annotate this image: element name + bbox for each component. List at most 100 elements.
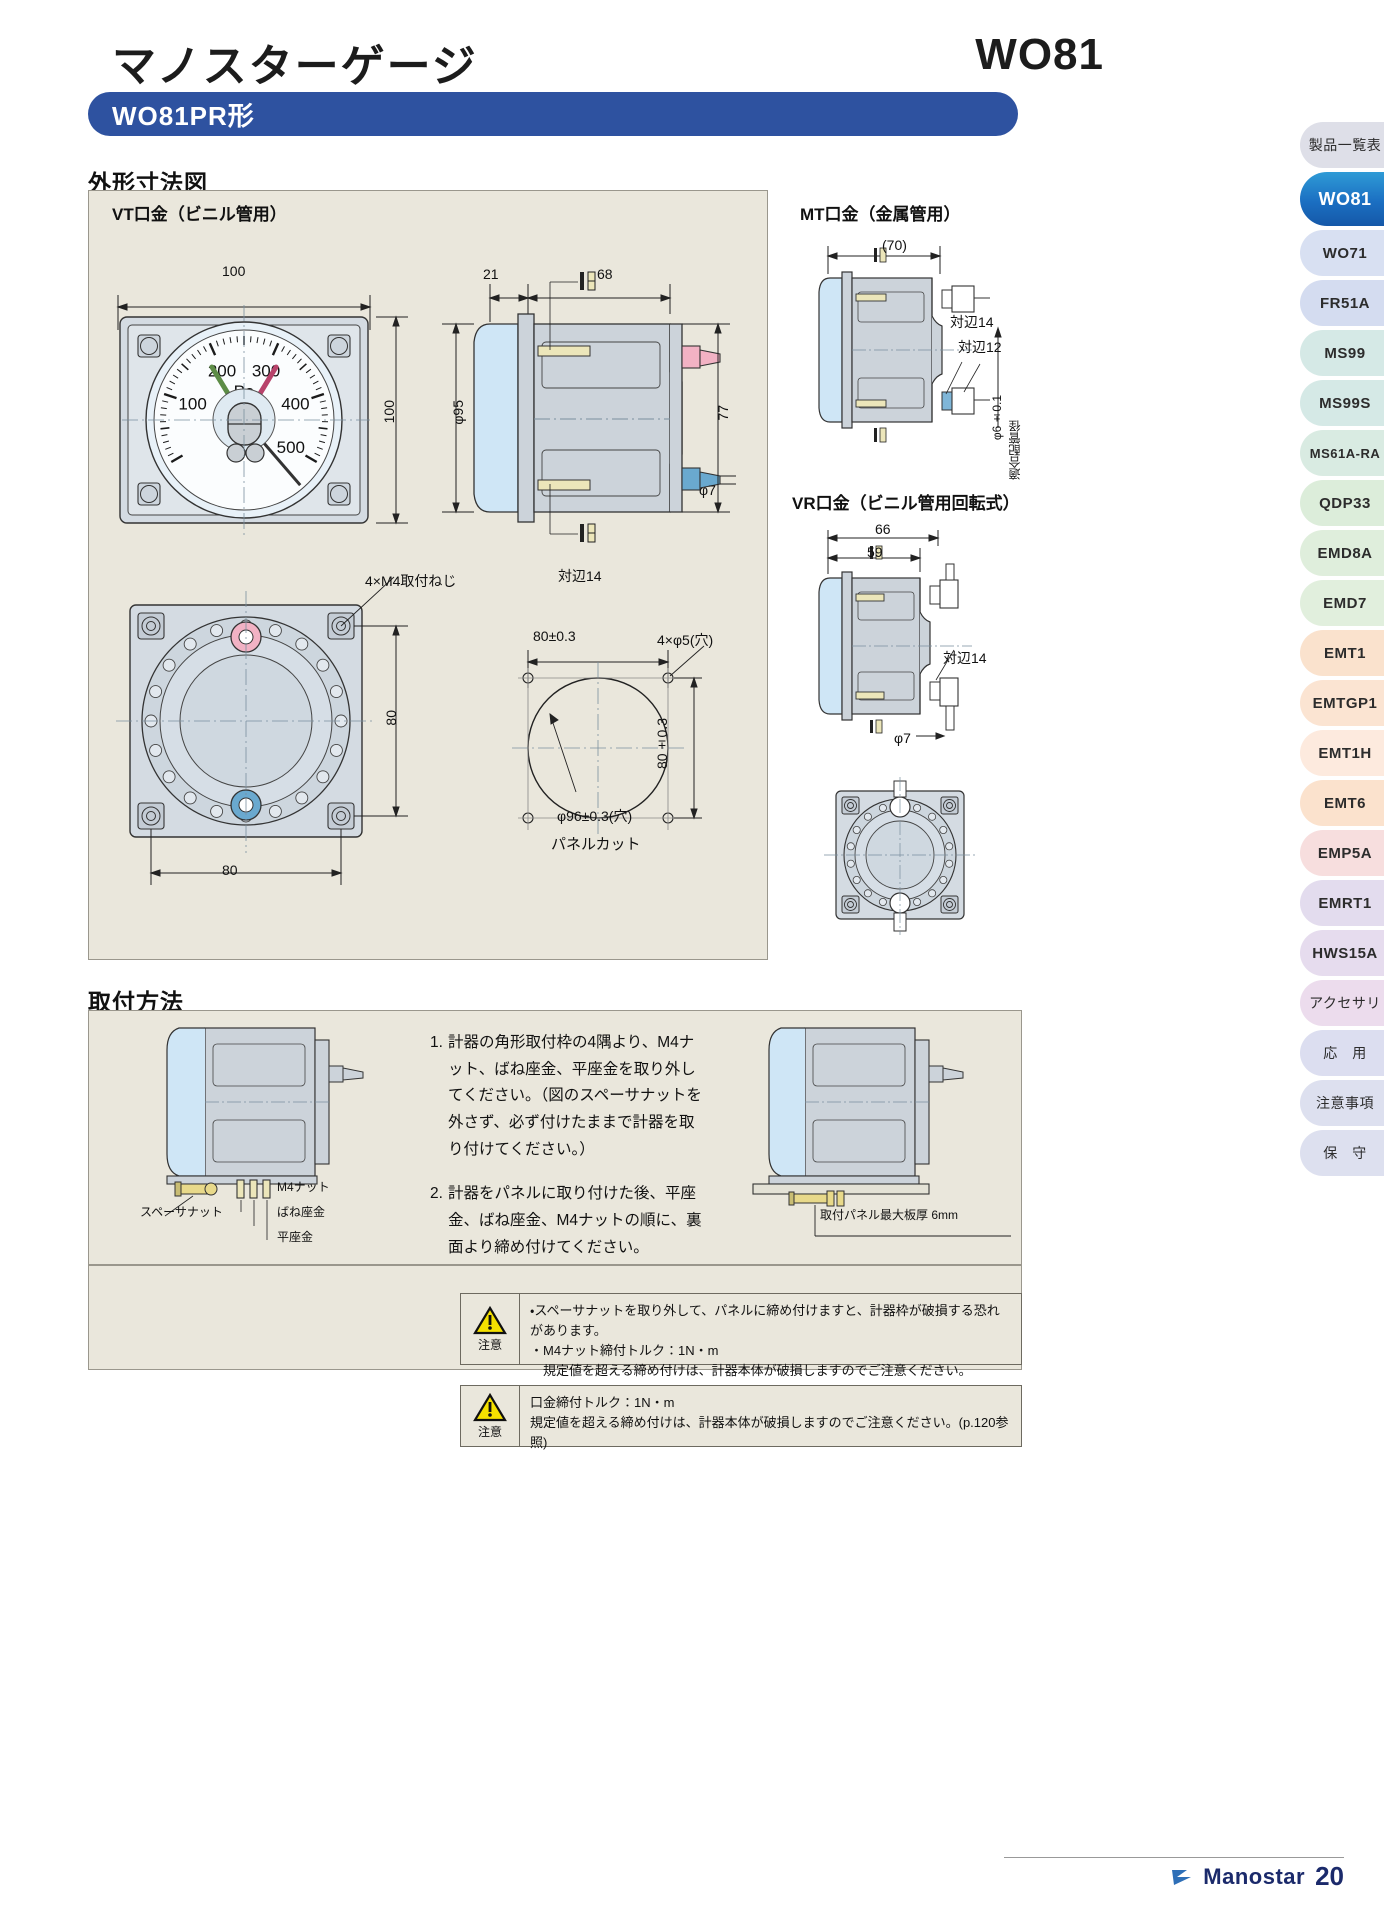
sidebar-tab-label: QDP33: [1319, 494, 1371, 512]
sidebar-tab-label: EMT1H: [1318, 744, 1372, 762]
page-footer: Manostar 20: [1171, 1861, 1344, 1892]
caution-icon-cell-2: 注意: [461, 1386, 520, 1446]
sidebar-tab-label: MS99S: [1319, 394, 1371, 412]
caution-body-2: 口金締付トルク：1N・m 規定値を超える締め付けは、計器本体が破損しますのでご注…: [520, 1386, 1021, 1450]
caution-1-line-2: ・M4ナット締付トルク：1N・m: [530, 1343, 719, 1359]
note-vt-screws: 4×M4取付ねじ: [365, 573, 457, 589]
panel-vt-label: VT口金（ビニル管用）: [112, 205, 287, 224]
dim-vt-nipple-dia: φ7: [699, 482, 716, 498]
sidebar-tab-label: EMT6: [1323, 794, 1366, 812]
caution-box-2: 注意 口金締付トルク：1N・m 規定値を超える締め付けは、計器本体が破損しますの…: [460, 1385, 1022, 1450]
sidebar-tab-emd7[interactable]: EMD7: [1300, 580, 1384, 626]
sidebar-tab-hws15a[interactable]: HWS15A: [1300, 930, 1384, 976]
caution-1-line-3: 規定値を超える締め付けは、計器本体が破損しますのでご注意ください。: [530, 1363, 972, 1379]
dim-panelcut-width: 80±0.3: [533, 628, 576, 644]
manostar-logo-icon: [1171, 1867, 1193, 1887]
sidebar-tab--[interactable]: アクセサリ: [1300, 980, 1384, 1026]
sidebar-tab--[interactable]: 製品一覧表: [1300, 122, 1384, 168]
dim-vt-rear-width: 80: [222, 862, 238, 878]
dim-panelcut-holes: 4×φ5(穴): [657, 632, 714, 648]
sidebar-tab-label: EMP5A: [1317, 844, 1373, 862]
mounting-step-2: 2. 計器をパネルに取り付けた後、平座金、ばね座金、M4ナットの順に、裏面より締…: [430, 1181, 705, 1261]
dim-mt-tube: φ6±0.1: [990, 395, 1004, 441]
dim-mt-hex12: 対辺12: [958, 339, 1002, 355]
vr-side-view: [812, 522, 1012, 757]
sidebar-tab-label: EMTGP1: [1312, 694, 1378, 712]
warning-triangle-icon: [473, 1392, 507, 1421]
step-1-text: 計器の角形取付枠の4隅より、M4ナット、ばね座金、平座金を取り外してください。（…: [448, 1034, 702, 1158]
callout-panel-thickness: 取付パネル最大板厚 6mm: [820, 1208, 959, 1222]
dim-mt-overall: (70): [882, 237, 907, 253]
sidebar-tab-label: EMD7: [1323, 594, 1367, 612]
series-title-label: WO81PR形: [112, 100, 255, 131]
sidebar-tab-emrt1[interactable]: EMRT1: [1300, 880, 1384, 926]
sidebar-tab-wo81[interactable]: WO81: [1300, 172, 1384, 226]
sidebar-tab-qdp33[interactable]: QDP33: [1300, 480, 1384, 526]
model-code: WO81: [975, 30, 1104, 79]
sidebar-tab-label: 製品一覧表: [1308, 137, 1382, 153]
dim-vt-front-height: 100: [381, 400, 397, 424]
vr-rear-view: [818, 775, 998, 950]
step-1-number: 1.: [430, 1034, 443, 1051]
sidebar-tab-label: EMRT1: [1318, 894, 1372, 912]
dim-panelcut-bore: φ96±0.3(穴): [557, 808, 633, 824]
sidebar-tab-emtgp1[interactable]: EMTGP1: [1300, 680, 1384, 726]
sidebar-tab-emd8a[interactable]: EMD8A: [1300, 530, 1384, 576]
panel-vr-label: VR口金（ビニル管用回転式）: [792, 494, 1020, 513]
sidebar-tab-ms99[interactable]: MS99: [1300, 330, 1384, 376]
panel-cut-view: [498, 640, 718, 855]
gauge-scale-label: 400: [281, 394, 309, 413]
series-title-bar: WO81PR形: [88, 92, 1018, 136]
mounting-steps: 1. 計器の角形取付枠の4隅より、M4ナット、ばね座金、平座金を取り外してくださ…: [430, 1030, 705, 1279]
sidebar-tab-ms99s[interactable]: MS99S: [1300, 380, 1384, 426]
sidebar-tab-label: HWS15A: [1312, 944, 1378, 962]
dim-vt-front-width: 100: [222, 263, 246, 279]
sidebar-tab-label: 注意事項: [1316, 1095, 1374, 1111]
brand-name: Manostar: [1203, 1863, 1306, 1889]
caution-box-1: 注意 ・スペーサナットを取り外して、パネルに締め付けますと、計器枠が破損する恐れ…: [460, 1293, 1022, 1378]
step-2-number: 2.: [430, 1185, 443, 1203]
dim-vt-bezel-dia: φ95: [450, 400, 466, 425]
caution-label-2: 注意: [477, 1424, 502, 1439]
mount-right-drawing: [745, 1020, 1035, 1255]
sidebar-tab--[interactable]: 注意事項: [1300, 1080, 1384, 1126]
sidebar-tab-fr51a[interactable]: FR51A: [1300, 280, 1384, 326]
sidebar-tab-emt6[interactable]: EMT6: [1300, 780, 1384, 826]
sidebar-tab--[interactable]: 応 用: [1300, 1030, 1384, 1076]
callout-flat-washer: 平座金: [277, 1230, 314, 1244]
sidebar-tab-label: EMD8A: [1317, 544, 1373, 562]
dim-vr-inner: 59: [867, 544, 883, 560]
panelcut-caption: パネルカット: [551, 836, 641, 853]
dim-vt-hex-flat: 対辺14: [558, 568, 602, 584]
vt-rear-view: [108, 576, 428, 910]
sidebar-tab-emt1[interactable]: EMT1: [1300, 630, 1384, 676]
sidebar-tab-label: WO71: [1322, 244, 1368, 262]
sidebar-tab-emp5a[interactable]: EMP5A: [1300, 830, 1384, 876]
sidebar-tab-label: 応 用: [1323, 1045, 1367, 1061]
sidebar-tab-emt1h[interactable]: EMT1H: [1300, 730, 1384, 776]
sidebar-tab-label: アクセサリ: [1309, 995, 1381, 1011]
sidebar-tab--[interactable]: 保 守: [1300, 1130, 1384, 1176]
warning-triangle-icon: [473, 1305, 507, 1334]
page-number: 20: [1315, 1861, 1344, 1891]
caution-2-line-1: 口金締付トルク：1N・m: [530, 1395, 675, 1410]
dim-vt-side-height: 77: [715, 405, 731, 421]
caution-icon-cell-1: 注意: [461, 1294, 520, 1364]
caution-body-1: ・スペーサナットを取り外して、パネルに締め付けますと、計器枠が破損する恐れがあり…: [520, 1294, 1021, 1378]
sidebar-tab-ms61a-ra[interactable]: MS61A-RA: [1300, 430, 1384, 476]
sidebar-tab-wo71[interactable]: WO71: [1300, 230, 1384, 276]
sidebar-tab-label: MS61A-RA: [1309, 445, 1381, 461]
mount-left-drawing: [105, 1020, 405, 1255]
caution-label-1: 注意: [477, 1337, 502, 1352]
callout-m4-nut: M4ナット: [277, 1180, 330, 1194]
sidebar-tab-label: EMT1: [1323, 644, 1366, 662]
mounting-step-1: 1. 計器の角形取付枠の4隅より、M4ナット、ばね座金、平座金を取り外してくださ…: [430, 1030, 705, 1163]
gauge-scale-label: 100: [178, 394, 206, 413]
sidebar-tab-label: MS99: [1324, 344, 1366, 362]
sidebar-tab-label: 保 守: [1323, 1145, 1367, 1161]
dim-vr-nipple-dia: φ7: [894, 730, 911, 746]
callout-spacer-nut: スペーサナット: [140, 1205, 223, 1219]
